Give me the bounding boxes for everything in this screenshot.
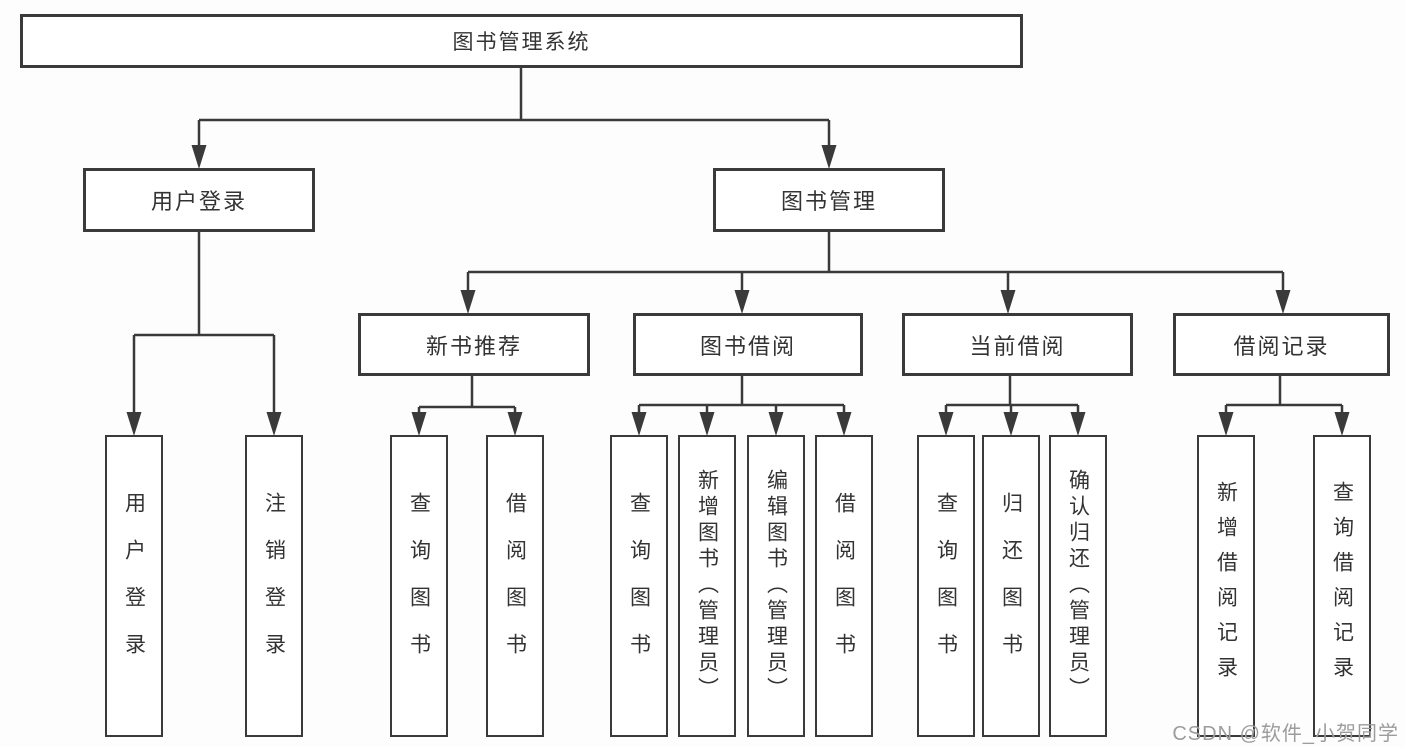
leaf-borrow-books-recommend-label: 借阅图书 (503, 492, 527, 680)
leaf-edit-books-admin-label: 编辑图书（管理员） (764, 469, 788, 703)
leaf-add-books-admin: 新增图书（管理员） (678, 435, 736, 737)
leaf-query-books-current-label: 查询图书 (934, 492, 958, 680)
leaf-query-books-recommend-label: 查询图书 (407, 492, 431, 680)
leaf-query-books-current: 查询图书 (917, 435, 975, 737)
node-user-login: 用户登录 (83, 168, 315, 232)
leaf-query-books-borrow-label: 查询图书 (627, 492, 651, 680)
leaf-borrow-books-recommend: 借阅图书 (486, 435, 544, 737)
node-book-borrow: 图书借阅 (633, 313, 863, 376)
leaf-return-books-label: 归还图书 (999, 492, 1023, 680)
leaf-confirm-return-admin: 确认归还（管理员） (1049, 435, 1107, 737)
leaf-user-login: 用户登录 (105, 435, 163, 737)
node-new-book-recommend: 新书推荐 (358, 313, 590, 376)
watermark: CSDN @软件_小贺同学 (1172, 723, 1399, 745)
leaf-user-login-label: 用户登录 (122, 492, 146, 680)
leaf-query-borrow-record-label: 查询借阅记录 (1330, 481, 1354, 691)
leaf-borrow-books: 借阅图书 (815, 435, 873, 737)
leaf-logout: 注销登录 (245, 435, 303, 737)
leaf-query-books-borrow: 查询图书 (610, 435, 668, 737)
leaf-logout-label: 注销登录 (262, 492, 286, 680)
node-root-library-system: 图书管理系统 (20, 14, 1023, 68)
leaf-add-books-admin-label: 新增图书（管理员） (695, 469, 719, 703)
leaf-query-borrow-record: 查询借阅记录 (1313, 435, 1371, 737)
leaf-edit-books-admin: 编辑图书（管理员） (747, 435, 805, 737)
leaf-add-borrow-record-label: 新增借阅记录 (1214, 481, 1238, 691)
node-borrow-records: 借阅记录 (1173, 313, 1390, 376)
leaf-add-borrow-record: 新增借阅记录 (1197, 435, 1255, 737)
node-book-management: 图书管理 (713, 168, 945, 232)
leaf-borrow-books-label: 借阅图书 (832, 492, 856, 680)
leaf-query-books-recommend: 查询图书 (390, 435, 448, 737)
leaf-confirm-return-admin-label: 确认归还（管理员） (1066, 469, 1090, 703)
node-current-borrow: 当前借阅 (902, 313, 1133, 376)
arrowheads (126, 145, 1350, 436)
leaf-return-books: 归还图书 (982, 435, 1040, 737)
